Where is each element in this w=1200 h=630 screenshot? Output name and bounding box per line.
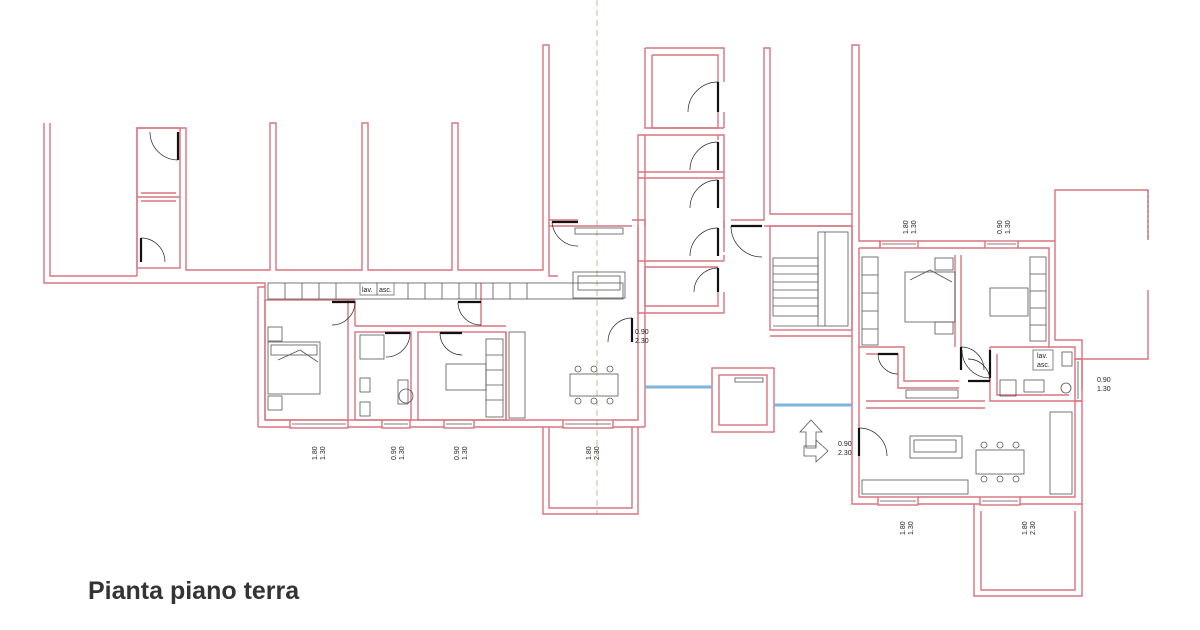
dim-w8-height: 1.30 <box>908 521 915 535</box>
dim-w7-height: 1.30 <box>1097 386 1111 393</box>
dim-w9-height: 2.30 <box>1030 521 1037 535</box>
dim-d1: 0.90 2.30 <box>635 329 649 345</box>
dim-w7-width: 0.90 <box>1097 377 1111 384</box>
window-panes <box>292 243 1079 502</box>
dim-w5-width: 1.80 <box>903 220 910 234</box>
dim-w4-width: 1.80 <box>586 446 593 460</box>
dim-w5: 1.80 1.30 <box>903 220 918 234</box>
dim-w2: 0.90 1.30 <box>391 446 406 460</box>
asc-text-left: asc. <box>379 287 392 294</box>
walls <box>43 44 1149 597</box>
lav-asc-label-right: lav. asc. <box>1032 349 1054 371</box>
dim-w6: 0.90 1.30 <box>997 220 1012 234</box>
dim-w6-width: 0.90 <box>997 220 1004 234</box>
entry-arrows <box>799 419 829 463</box>
dim-w4-height: 2.30 <box>594 446 601 460</box>
staircase <box>772 231 849 327</box>
dim-w2-width: 0.90 <box>391 446 398 460</box>
dim-d2-width: 0.90 <box>838 441 852 448</box>
dim-w6-height: 1.30 <box>1005 220 1012 234</box>
lav-text-right: lav. <box>1037 353 1047 360</box>
dim-w1-width: 1.80 <box>312 446 319 460</box>
dim-w1-height: 1.30 <box>320 446 327 460</box>
dim-w3-height: 1.30 <box>462 446 469 460</box>
dim-w5-height: 1.30 <box>911 220 918 234</box>
dim-w3-width: 0.90 <box>454 446 461 460</box>
dim-w8-width: 1.80 <box>900 521 907 535</box>
dim-w3: 0.90 1.30 <box>454 446 469 460</box>
dim-d2-height: 2.30 <box>838 450 852 457</box>
furniture <box>267 227 1073 495</box>
dim-w1: 1.80 1.30 <box>312 446 327 460</box>
dim-d2: 0.90 2.30 <box>838 441 852 457</box>
asc-text-right: asc. <box>1037 362 1050 369</box>
lav-text-left: lav. <box>362 287 372 294</box>
dim-w2-height: 1.30 <box>399 446 406 460</box>
dim-w4: 1.80 2.30 <box>586 446 601 460</box>
dim-w8: 1.80 1.30 <box>900 521 915 535</box>
dim-d1-height: 2.30 <box>635 338 649 345</box>
dim-w9: 1.80 2.30 <box>1022 521 1037 535</box>
dim-w7: 0.90 1.30 <box>1097 377 1111 393</box>
lav-asc-label-left: lav. asc. <box>359 282 395 296</box>
dim-w9-width: 1.80 <box>1022 521 1029 535</box>
doors <box>139 81 992 457</box>
window-jambs <box>289 240 1083 506</box>
plan-title: Pianta piano terra <box>88 577 300 605</box>
dim-d1-width: 0.90 <box>635 329 649 336</box>
